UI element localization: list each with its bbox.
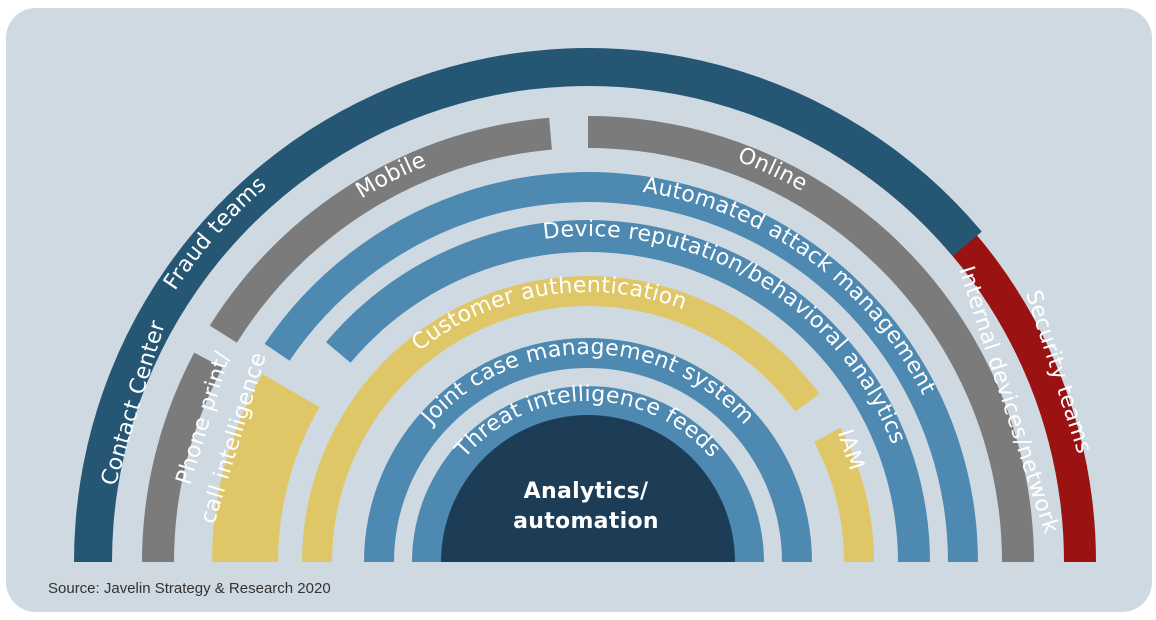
arc-fraud-teams [74,47,982,562]
arc-phone-print [212,374,320,562]
core-analytics [441,415,735,562]
arc-joint-case [364,338,812,562]
arc-device-reputation [326,219,930,563]
core-label-line1: Analytics/ [524,479,649,504]
arc-threat-intel [412,386,764,562]
arc-automated-attack [264,172,978,562]
arc-online [588,116,898,265]
arc-customer-auth [302,276,820,562]
arc-contact-center [142,352,223,562]
arc-iam [814,427,874,562]
core-label-line2: automation [513,509,659,534]
arc-mobile [209,117,552,343]
source-caption: Source: Javelin Strategy & Research 2020 [48,580,331,597]
